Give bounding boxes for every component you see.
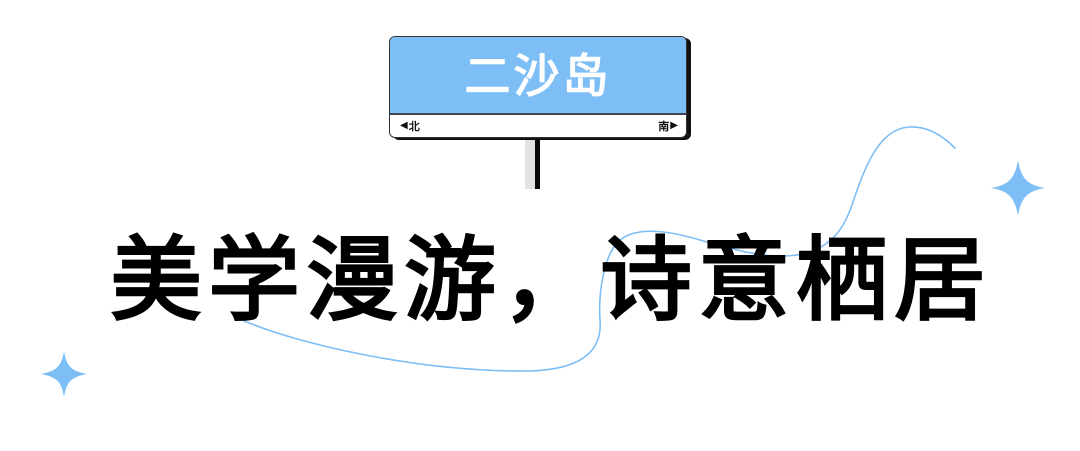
sign-footer: ◀ 北 南 ▶: [390, 115, 686, 137]
pole-highlight: [525, 140, 535, 189]
flowing-curve-line: [241, 126, 956, 372]
headline-part-1: 美学漫游，: [110, 227, 601, 334]
sign-title: 二沙岛: [464, 49, 612, 103]
direction-south-label: 南: [658, 120, 670, 133]
sign-pole: [525, 140, 540, 189]
sign-header: 二沙岛: [390, 37, 686, 115]
headline-part-2: 诗意栖居: [600, 227, 993, 334]
headline: 美学漫游， 诗意栖居: [110, 226, 986, 336]
direction-north: ◀ 北: [400, 118, 420, 134]
arrow-right-icon: ▶: [670, 120, 678, 131]
direction-south: 南 ▶: [658, 118, 678, 134]
sparkle-star-icon: [991, 160, 1045, 216]
pole-shadow: [535, 140, 540, 189]
sparkle-star-icon: [41, 351, 87, 397]
arrow-left-icon: ◀: [400, 120, 408, 131]
direction-north-label: 北: [408, 120, 420, 133]
sign-board: 二沙岛 ◀ 北 南 ▶: [389, 36, 687, 138]
road-sign: 二沙岛 ◀ 北 南 ▶: [389, 36, 691, 140]
